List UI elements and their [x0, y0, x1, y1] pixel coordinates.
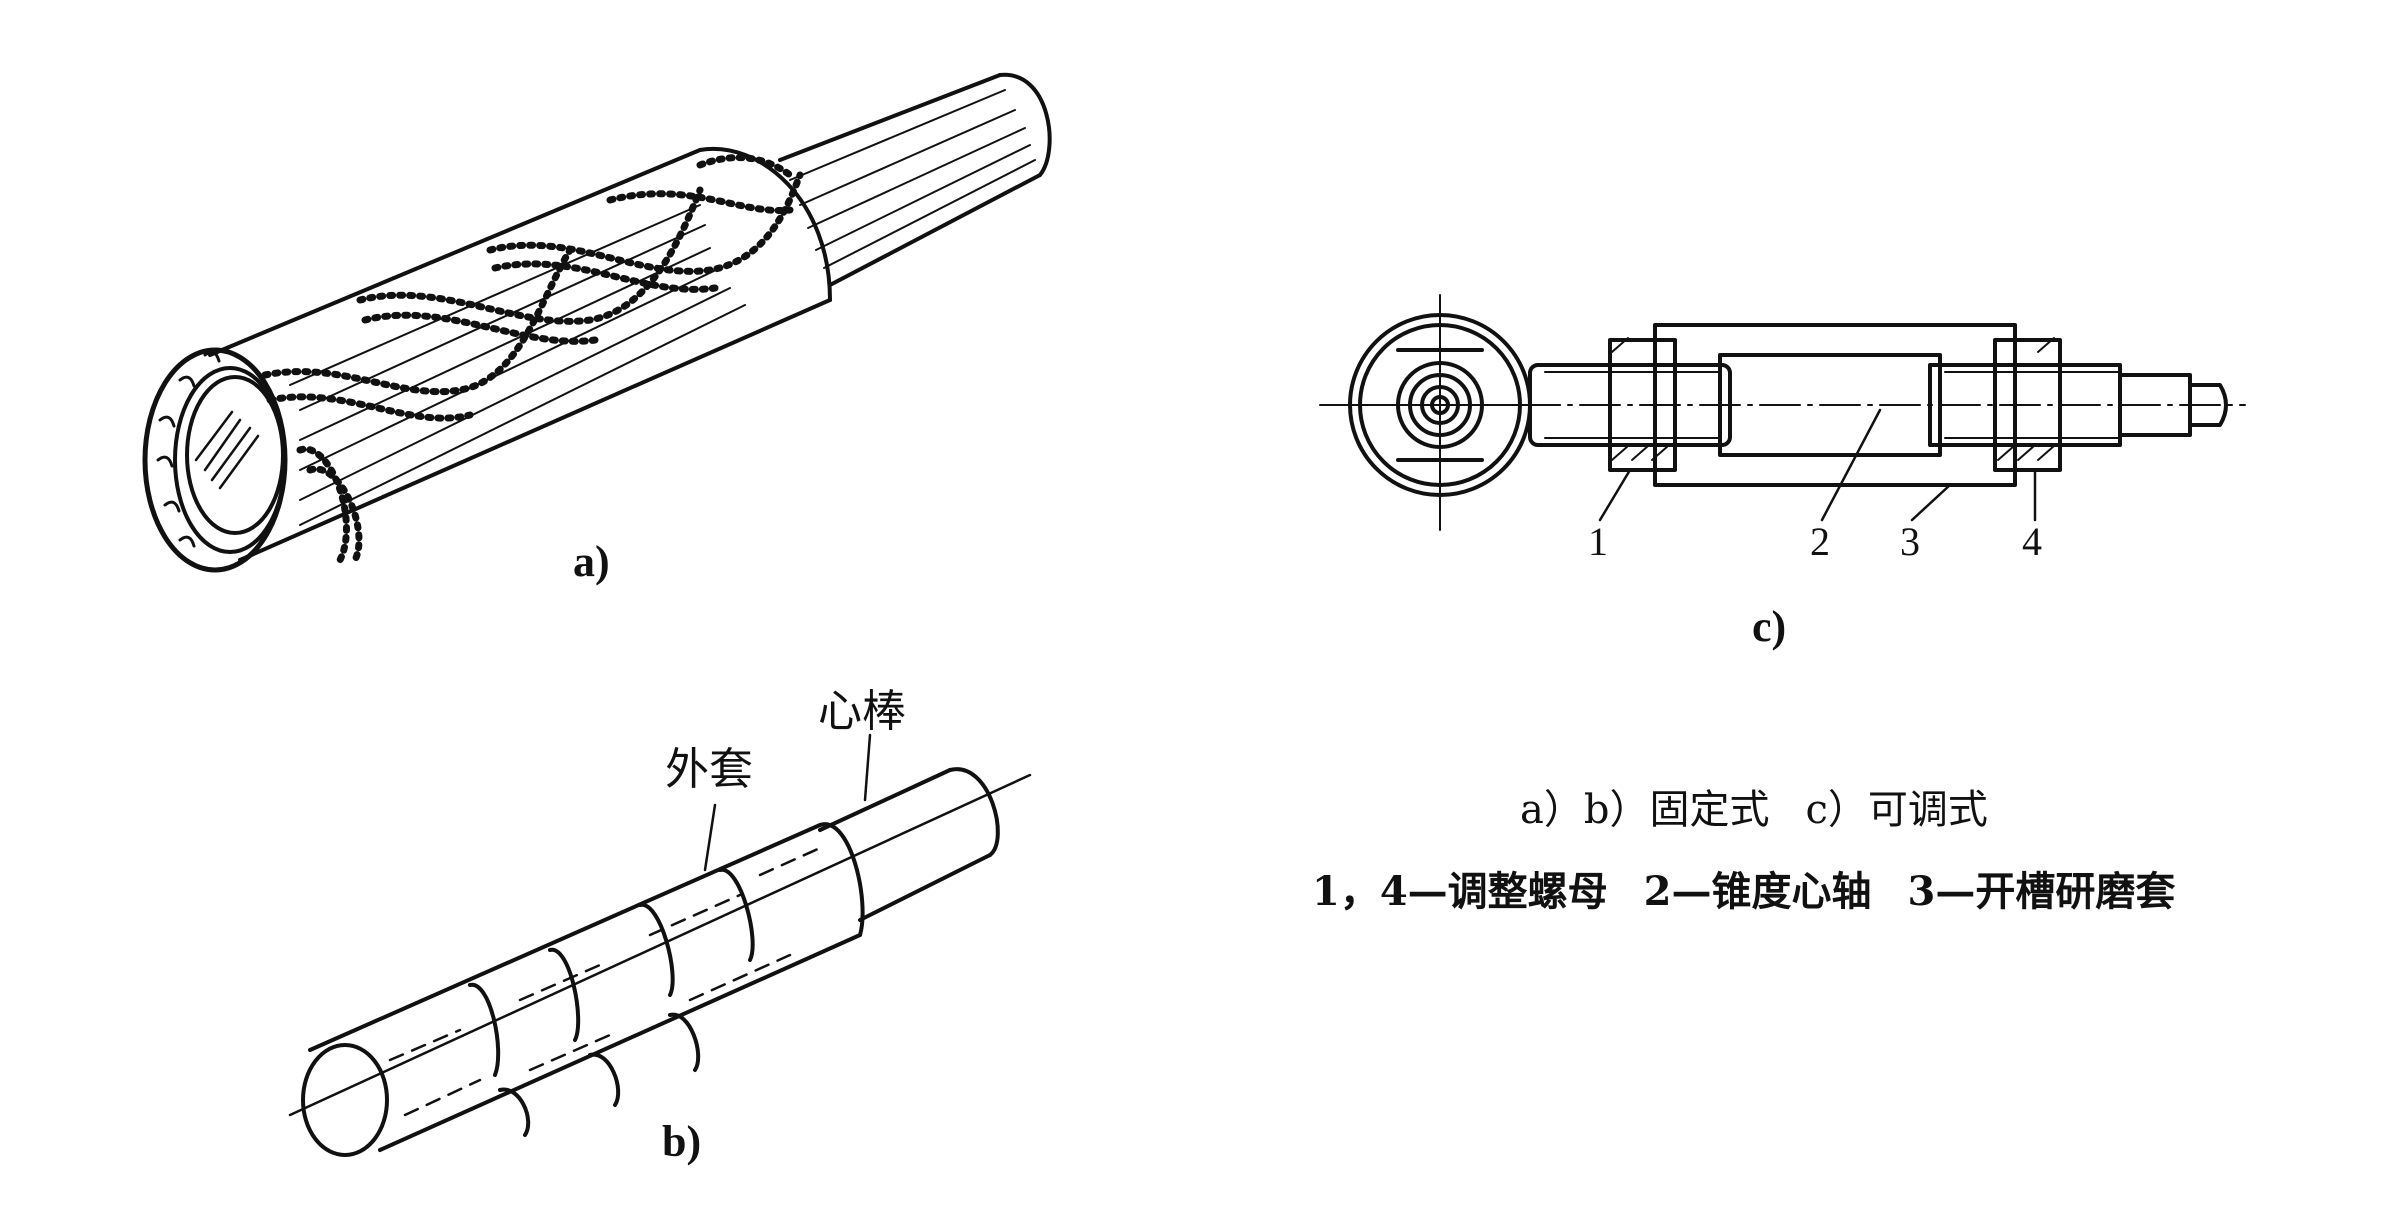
caption-adjustable-type: c）可调式 — [1805, 787, 1988, 833]
caption-part-1-4: 1，4—调整螺母 — [1312, 868, 1608, 915]
spiral-grooves — [261, 154, 804, 564]
end-view — [1319, 294, 1561, 531]
side-view — [1519, 323, 2246, 522]
part-number-1: 1 — [1588, 519, 1608, 564]
caption-part-3: 3—开槽研磨套 — [1907, 868, 2176, 915]
part-number-2: 2 — [1810, 519, 1830, 564]
mandrel — [818, 767, 1000, 922]
caption-part-2: 2—锥度心轴 — [1643, 868, 1872, 915]
axis-line — [288, 773, 1032, 1117]
adjusting-nut-right — [1993, 337, 2062, 472]
part-number-3: 3 — [1900, 519, 1920, 564]
callout-leaders — [703, 733, 872, 872]
caption-line-1: a）b）固定式 c）可调式 — [1520, 790, 1988, 830]
lapping-body — [142, 146, 832, 573]
panel-a-spiral-lapping-rod — [142, 72, 1052, 573]
mandrel-callout: 心棒 — [818, 686, 906, 737]
shank — [778, 72, 1052, 287]
sleeve-callout: 外套 — [665, 744, 753, 795]
panel-b-sleeve-mandrel — [288, 733, 1032, 1157]
adjusting-nut-left — [1608, 337, 1677, 472]
panel-c-adjustable-lap — [1319, 294, 2246, 531]
part-number-4: 4 — [2022, 519, 2042, 564]
outer-sleeve — [301, 822, 865, 1157]
panel-a-label: a) — [573, 537, 610, 586]
panel-b-label: b) — [662, 1117, 702, 1166]
panel-c-label: c) — [1752, 602, 1787, 651]
caption-fixed-types: a）b）固定式 — [1520, 787, 1770, 833]
